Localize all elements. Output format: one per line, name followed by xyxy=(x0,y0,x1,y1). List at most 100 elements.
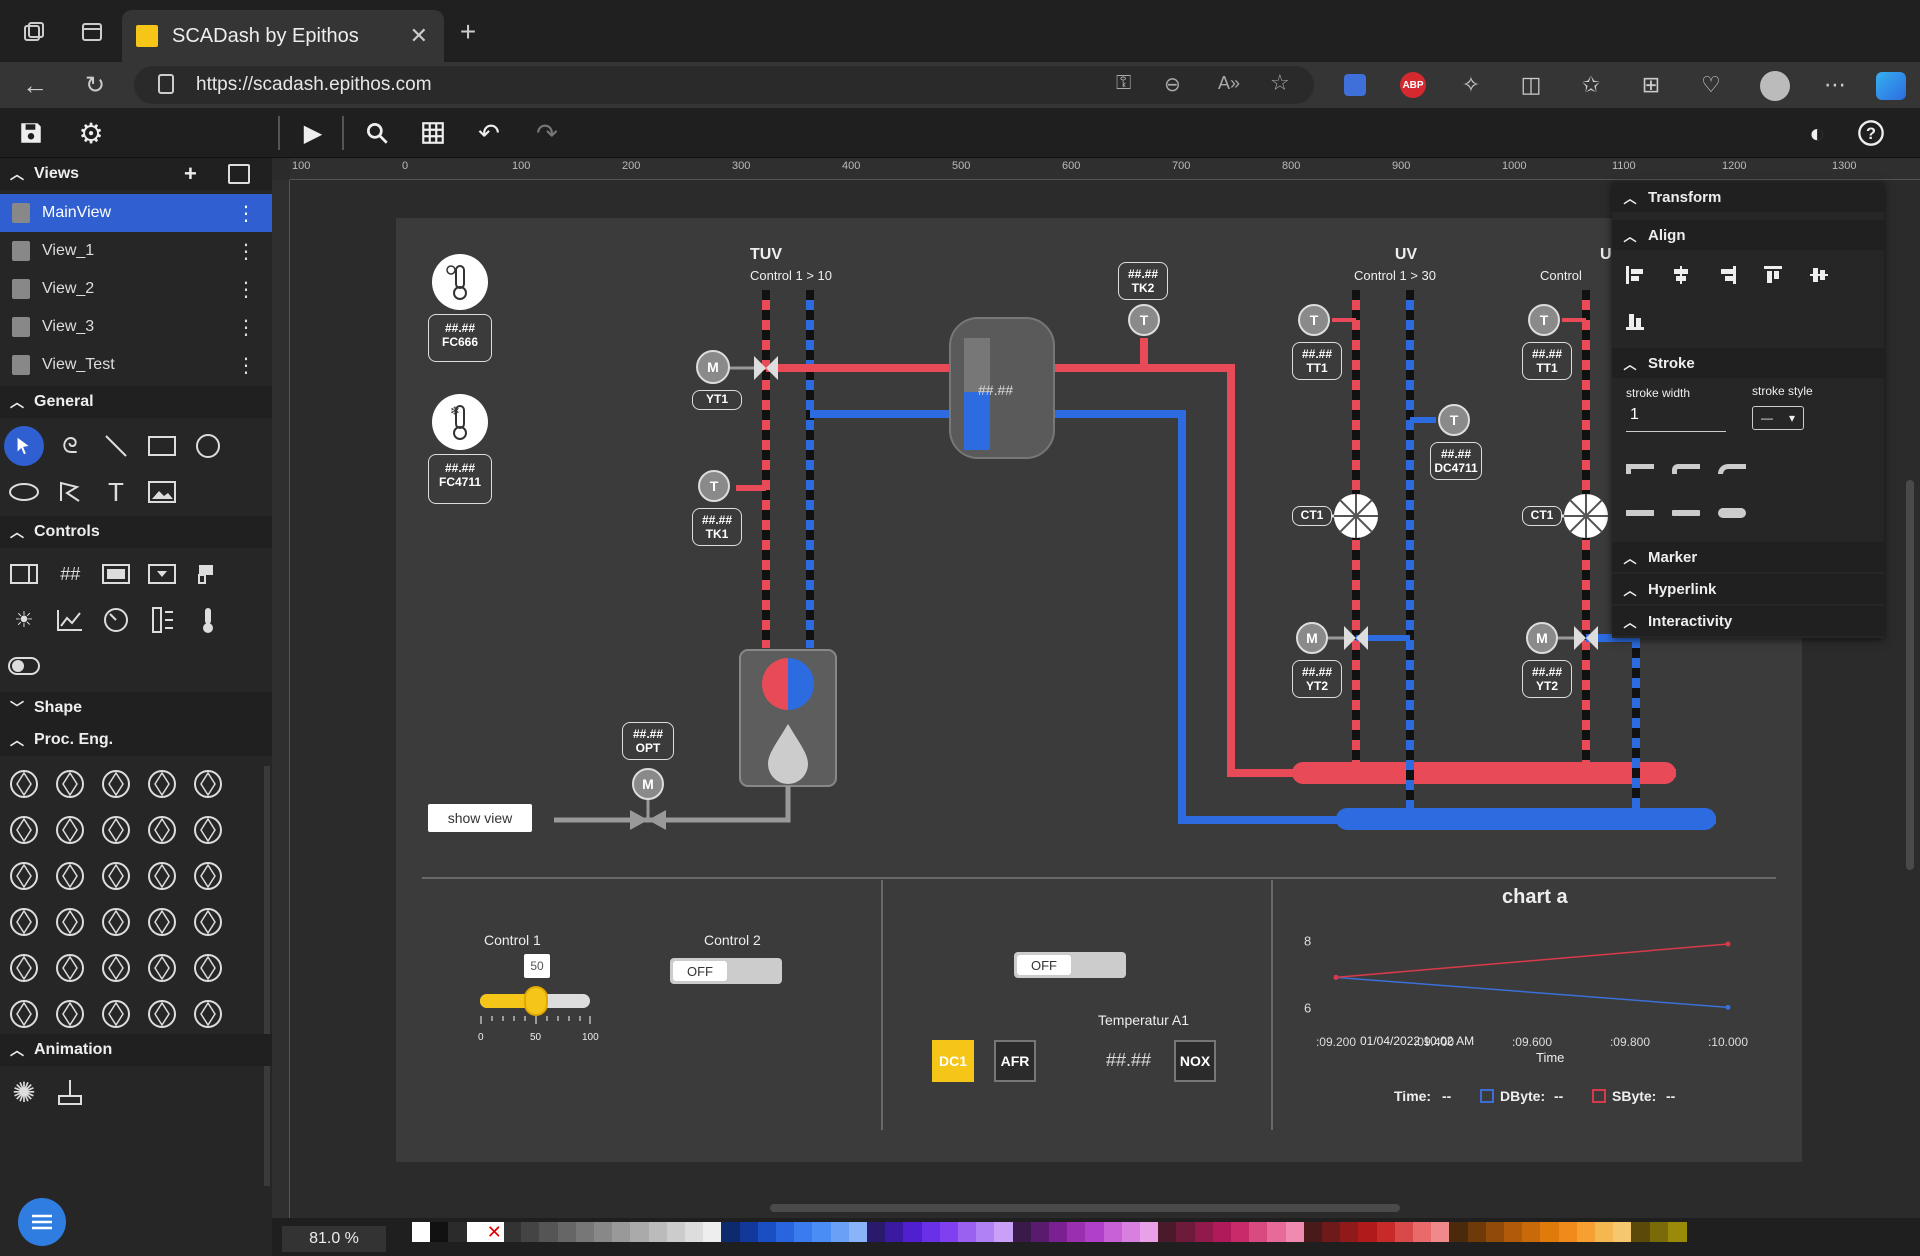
linecap-round-icon[interactable] xyxy=(1718,508,1746,518)
color-swatch[interactable] xyxy=(958,1222,977,1242)
stroke-style-select[interactable]: —▾ xyxy=(1752,406,1804,430)
dropdown-control-icon[interactable] xyxy=(142,554,182,594)
thermometer-control-icon[interactable] xyxy=(188,600,228,640)
tk2-sensor-icon[interactable]: T xyxy=(1128,304,1160,336)
grid-icon[interactable] xyxy=(418,118,448,148)
color-swatch[interactable] xyxy=(757,1222,777,1242)
align-left-icon[interactable] xyxy=(1626,266,1644,284)
thermometer-cold-icon[interactable]: ❄ xyxy=(432,394,488,450)
linejoin-bevel-icon[interactable] xyxy=(1718,464,1746,474)
ellipse-tool-icon[interactable] xyxy=(4,472,44,512)
view-item-mainview[interactable]: MainView⋮ xyxy=(0,194,272,232)
color-swatch[interactable] xyxy=(1085,1222,1105,1242)
color-swatch[interactable] xyxy=(594,1222,613,1242)
color-swatch[interactable] xyxy=(739,1222,759,1242)
legend-dbyte-swatch[interactable] xyxy=(1480,1089,1494,1103)
marker-header[interactable]: ︿Marker xyxy=(1612,542,1884,572)
color-swatch[interactable] xyxy=(612,1222,632,1242)
color-swatch[interactable] xyxy=(1358,1222,1378,1242)
copilot-icon[interactable] xyxy=(1876,72,1906,100)
color-swatch[interactable] xyxy=(1267,1222,1287,1242)
color-swatch[interactable] xyxy=(703,1222,723,1242)
transform-header[interactable]: ︿Transform xyxy=(1612,182,1884,212)
light-indicator-icon[interactable]: ☀ xyxy=(14,607,34,632)
uv-ct1-tag[interactable]: CT1 xyxy=(1292,506,1332,526)
u-yt2-motor-icon[interactable]: M xyxy=(1526,622,1558,654)
color-swatch[interactable] xyxy=(1103,1222,1123,1242)
stroke-header[interactable]: ︿Stroke xyxy=(1612,348,1884,378)
nox-button[interactable]: NOX xyxy=(1174,1040,1216,1082)
line-tool-icon[interactable] xyxy=(96,426,136,466)
split-screen-icon[interactable]: ◫ xyxy=(1520,72,1542,97)
color-swatch[interactable] xyxy=(1504,1222,1523,1242)
more-menu-icon[interactable]: ⋯ xyxy=(1824,72,1846,97)
color-swatch[interactable] xyxy=(1285,1222,1305,1242)
drive-symbol-icon[interactable] xyxy=(188,994,228,1034)
polyline-tool-icon[interactable] xyxy=(50,472,90,512)
color-swatch[interactable] xyxy=(1413,1222,1432,1242)
url-field[interactable]: https://scadash.epithos.com ⚿ ⊖ A» ☆ xyxy=(134,66,1314,104)
color-swatch[interactable] xyxy=(539,1222,559,1242)
value-display-icon[interactable]: ## xyxy=(59,563,81,584)
view-page[interactable]: TUV Control 1 > 10 UV Control 1 > 30 U C… xyxy=(396,218,1802,1162)
show-view-button[interactable]: show view xyxy=(428,804,532,832)
legend-sbyte-swatch[interactable] xyxy=(1592,1089,1606,1103)
color-swatch[interactable] xyxy=(1613,1222,1633,1242)
workspaces-icon[interactable] xyxy=(20,18,48,46)
fan-hood-symbol-icon[interactable] xyxy=(96,764,136,804)
toggle-control-icon[interactable] xyxy=(4,646,44,686)
back-icon[interactable]: ← xyxy=(22,69,48,100)
color-swatch[interactable] xyxy=(1376,1222,1396,1242)
color-swatch[interactable] xyxy=(1576,1222,1596,1242)
control2-toggle[interactable]: OFF xyxy=(670,958,782,984)
view-item-view-1[interactable]: View_1⋮ xyxy=(0,232,272,270)
color-swatch[interactable] xyxy=(1340,1222,1360,1242)
color-swatch[interactable] xyxy=(1540,1222,1560,1242)
zoom-icon[interactable] xyxy=(362,118,392,148)
key-icon[interactable]: ⚿ xyxy=(1116,72,1132,94)
color-swatch[interactable] xyxy=(1631,1222,1651,1242)
align-middle-icon[interactable] xyxy=(1810,266,1828,284)
color-swatch[interactable] xyxy=(1322,1222,1341,1242)
color-swatch[interactable] xyxy=(1467,1222,1487,1242)
color-swatch[interactable] xyxy=(557,1222,577,1242)
column-symbol-icon[interactable] xyxy=(142,856,182,896)
view-item-view-3[interactable]: View_3⋮ xyxy=(0,308,272,346)
align-center-icon[interactable] xyxy=(1672,266,1690,284)
vessel-symbol-icon[interactable] xyxy=(96,902,136,942)
color-swatch[interactable] xyxy=(575,1222,595,1242)
view-item-view-2[interactable]: View_2⋮ xyxy=(0,270,272,308)
afr-button[interactable]: AFR xyxy=(994,1040,1036,1082)
drum-symbol-icon[interactable] xyxy=(96,948,136,988)
heat-exchanger-symbol-icon[interactable] xyxy=(4,856,44,896)
sidebar-scrollbar[interactable] xyxy=(264,766,270,1186)
dc4711-tag[interactable]: ##.##DC4711 xyxy=(1430,442,1482,480)
color-swatch[interactable] xyxy=(630,1222,650,1242)
fan-ring-symbol-icon[interactable] xyxy=(188,948,228,988)
color-swatch[interactable] xyxy=(1667,1222,1687,1242)
ejector-symbol-icon[interactable] xyxy=(50,902,90,942)
reload-icon[interactable]: ↻ xyxy=(84,71,106,99)
proc-eng-section-header[interactable]: ︿ Proc. Eng. xyxy=(0,724,272,756)
screw-pump-symbol-icon[interactable] xyxy=(142,902,182,942)
fc666-tag[interactable]: ##.##FC666 xyxy=(428,314,492,362)
color-swatch[interactable] xyxy=(885,1222,905,1242)
opt-tag[interactable]: ##.##OPT xyxy=(622,722,674,760)
close-tab-icon[interactable]: ✕ xyxy=(409,23,428,48)
help-icon[interactable]: ? xyxy=(1856,118,1886,148)
save-icon[interactable] xyxy=(16,118,46,148)
align-header[interactable]: ︿Align xyxy=(1612,220,1884,250)
yt1-tag[interactable]: YT1 xyxy=(692,390,742,410)
view-menu-icon[interactable]: ⋮ xyxy=(236,278,256,301)
panel-control-icon[interactable] xyxy=(4,554,44,594)
hyperlink-header[interactable]: ︿Hyperlink xyxy=(1612,574,1884,604)
piston-animation-icon[interactable] xyxy=(50,1072,90,1112)
animation-section-header[interactable]: ︿ Animation xyxy=(0,1034,272,1066)
agitator-symbol-icon[interactable] xyxy=(188,902,228,942)
browser-tab[interactable]: SCADash by Epithos ✕ xyxy=(122,10,444,62)
color-swatch[interactable] xyxy=(903,1222,923,1242)
color-swatch[interactable] xyxy=(466,1222,486,1242)
level-meter-symbol-icon[interactable] xyxy=(142,994,182,1034)
zoom-level[interactable]: 81.0 % xyxy=(282,1226,386,1252)
compressor-symbol-icon[interactable] xyxy=(50,764,90,804)
